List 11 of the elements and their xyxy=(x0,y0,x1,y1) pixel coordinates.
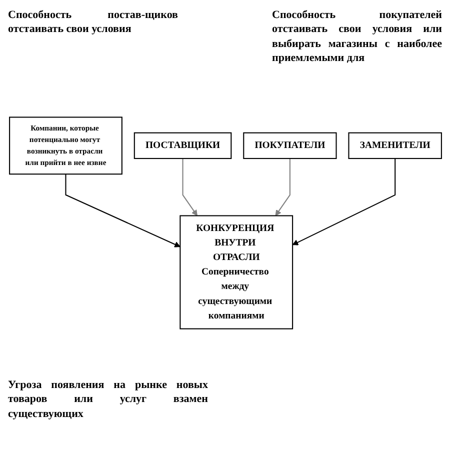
arrow xyxy=(65,174,180,248)
note-text: Способность постав-щиков отстаивать свои условия xyxy=(8,8,178,37)
node-box: КОНКУРЕНЦИЯ ВНУТРИ ОТРАСЛИ Соперничество между существующими компаниями xyxy=(180,215,294,330)
node-box: ЗАМЕНИТЕЛИ xyxy=(348,132,442,160)
node-box: ПОКУПАТЕЛИ xyxy=(243,132,337,160)
arrow xyxy=(292,158,396,246)
arrow xyxy=(275,158,290,216)
note-text: Способность покупателей отстаивать свои условия или выбирать магазины с наиболее приемлемыми для xyxy=(272,8,442,66)
node-box: ПОСТАВЩИКИ xyxy=(134,132,232,160)
arrow xyxy=(182,158,198,216)
note-text: Угроза появления на рынке новых товаров или услуг взамен существующих xyxy=(8,378,208,421)
